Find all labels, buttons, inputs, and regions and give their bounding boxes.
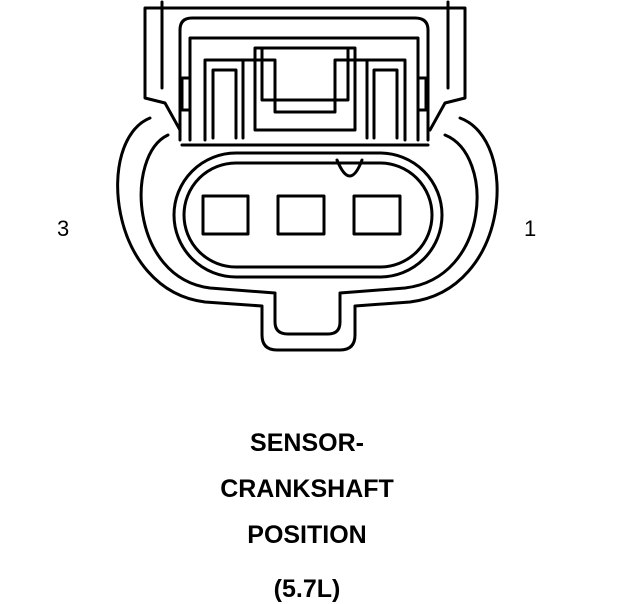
- cavity-3: [201, 194, 250, 236]
- caption-sensor: SENSOR-: [250, 429, 364, 457]
- cavity-2: [276, 194, 326, 236]
- pin-label-1: 1: [524, 216, 537, 241]
- cavity-1: [352, 194, 402, 236]
- pin-label-3: 3: [57, 216, 70, 241]
- latch-housing: [178, 16, 430, 142]
- latch-left-step: [203, 58, 245, 142]
- lock-tab-inner-rim: [160, 0, 450, 90]
- latch-inner-frame: [188, 36, 420, 142]
- lock-tab-outer: [143, 6, 467, 132]
- caption-position: POSITION: [247, 521, 367, 549]
- connector-shell-inner: [139, 133, 479, 336]
- cavity-face-inner: [182, 161, 434, 269]
- caption-engine-size: (5.7L): [273, 575, 341, 603]
- caption-crankshaft: CRANKSHAFT: [220, 475, 394, 503]
- connector-shell-outer: [116, 116, 499, 352]
- polarizing-key: [335, 158, 364, 178]
- latch-side-notch-left: [180, 76, 192, 112]
- cavity-face-outer: [172, 151, 444, 279]
- latch-center-slot: [241, 46, 369, 132]
- latch-right-step: [365, 58, 407, 142]
- latch-side-notch-right: [416, 76, 428, 112]
